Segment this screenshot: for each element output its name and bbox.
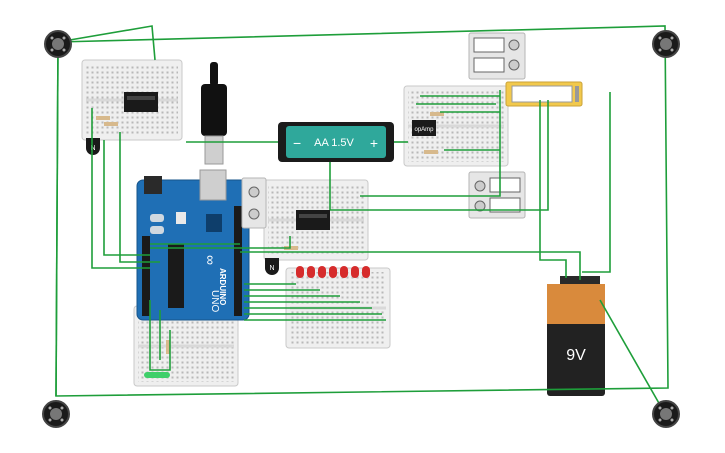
led [318,266,326,278]
speaker-icon [44,30,72,58]
switch-module-middle [241,177,267,229]
arduino-brand: ARDUINO [218,268,227,305]
speaker-icon [652,400,680,428]
usb-port [199,169,227,201]
switch-module-bottom [468,171,526,219]
battery-9v-label: 9V [566,347,586,364]
led [329,266,337,278]
transistor-left-label: N [90,145,95,152]
led-row [296,266,370,278]
led [296,266,304,278]
battery-minus-sign: − [293,135,301,151]
speaker-icon [652,30,680,58]
led [362,266,370,278]
arduino-uno-board: ∞ ARDUINO UNO [136,169,250,321]
ic-chip-top-left [124,92,158,112]
transistor-middle-label: N [269,265,274,272]
wires [55,25,669,413]
arduino-model: UNO [209,290,220,312]
battery-aa: − AA 1.5V + [278,122,394,162]
battery-aa-label: AA 1.5V [314,137,354,149]
atmega-chip [168,244,184,308]
arduino-logo: ∞ [201,255,217,265]
opamp-label: opAmp [414,127,434,133]
transistor-left: N [86,138,100,155]
ic-chip-middle [296,210,330,230]
battery-9v: 9V [547,276,605,396]
ground-marker [144,372,170,378]
led [340,266,348,278]
transistor-middle: N [265,258,279,275]
speaker-icon [42,400,70,428]
resistors [96,112,444,354]
battery-plus-sign: + [370,135,378,151]
opamp-chip: opAmp [412,120,436,136]
usb-cable-icon [201,62,227,165]
lcd-display [505,81,583,107]
power-jack-icon [144,176,162,194]
led [351,266,359,278]
led [307,266,315,278]
switch-module-top [468,32,526,80]
